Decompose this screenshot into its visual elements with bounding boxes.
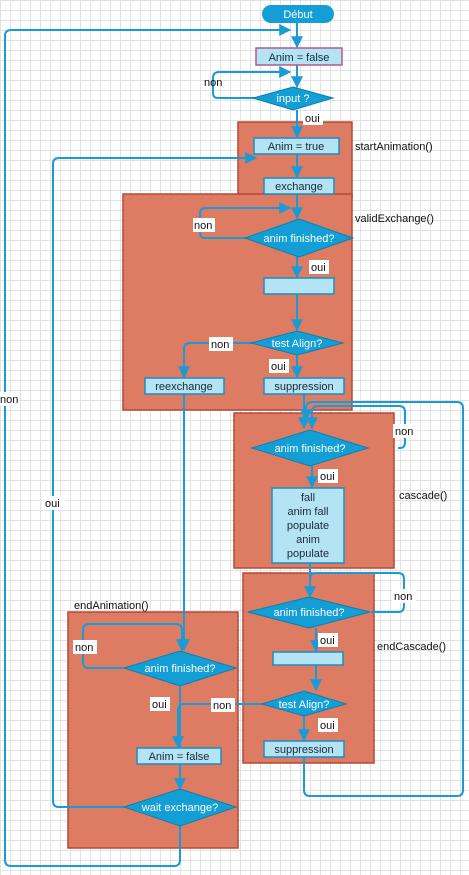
branch-labels: non oui non oui non oui non oui non oui …	[0, 77, 417, 732]
label-oui-anim-2: oui	[320, 471, 335, 483]
label-non-anim-2: non	[395, 426, 413, 438]
label-non-anim-3: non	[394, 591, 412, 603]
decision-input-label: input ?	[276, 93, 309, 105]
decision-test-align-1-label: test Align?	[272, 338, 323, 350]
cascade-action-2: populate	[287, 520, 329, 532]
label-oui-align-1: oui	[271, 361, 286, 373]
decision-anim-finished-2-label: anim finished?	[275, 443, 346, 455]
box-anim-false-bottom-label: Anim = false	[149, 751, 210, 763]
decision-anim-finished-1-label: anim finished?	[264, 233, 335, 245]
label-oui-input: oui	[305, 113, 320, 125]
box-empty-1	[263, 277, 335, 295]
label-oui-align-2: oui	[320, 720, 335, 732]
label-non-input: non	[204, 77, 222, 89]
decision-wait-exchange-label: wait exchange?	[141, 802, 218, 814]
label-oui-wait-exchange: oui	[45, 498, 60, 510]
start-label: Début	[283, 9, 312, 21]
box-empty-2	[272, 651, 344, 666]
label-non-anim-1: non	[194, 220, 212, 232]
decision-anim-finished-4	[122, 650, 238, 687]
box-suppression-2-label: suppression	[274, 744, 333, 756]
decision-wait-exchange	[122, 788, 238, 827]
label-non-align-2: non	[213, 700, 231, 712]
box-anim-true	[253, 137, 340, 155]
label-non-anim-4: non	[75, 642, 93, 654]
box-suppression-1	[263, 377, 345, 395]
group-title-start-animation: startAnimation()	[355, 141, 433, 153]
decision-anim-finished-1	[243, 218, 355, 258]
decision-input	[251, 86, 335, 111]
box-cascade-actions	[271, 487, 345, 564]
label-oui-anim-1: oui	[311, 262, 326, 274]
box-exchange-label: exchange	[275, 181, 323, 193]
connectors	[4, 23, 464, 867]
box-reexchange-label: reexchange	[155, 381, 213, 393]
decision-test-align-1	[249, 330, 345, 356]
start-terminal	[262, 5, 334, 23]
label-non-wait-exchange: non	[0, 394, 18, 406]
box-exchange	[263, 177, 335, 195]
cascade-action-4: populate	[287, 548, 329, 560]
cascade-action-1: anim fall	[288, 506, 329, 518]
box-suppression-2	[263, 740, 345, 758]
decision-test-align-2-label: test Align?	[279, 699, 330, 711]
box-suppression-1-label: suppression	[274, 381, 333, 393]
group-title-valid-exchange: validExchange()	[355, 213, 434, 225]
box-reexchange	[144, 377, 225, 395]
group-title-cascade: cascade()	[399, 490, 447, 502]
decision-anim-finished-2	[250, 429, 370, 467]
box-anim-true-label: Anim = true	[268, 141, 325, 153]
cascade-action-0: fall	[301, 492, 315, 504]
decision-anim-finished-3	[247, 596, 371, 629]
label-oui-anim-3: oui	[320, 635, 335, 647]
cascade-action-3: anim	[296, 534, 320, 546]
decision-test-align-2	[260, 690, 348, 717]
group-title-end-cascade: endCascade()	[377, 641, 446, 653]
group-title-end-animation: endAnimation()	[74, 600, 149, 612]
label-non-align-1: non	[211, 339, 229, 351]
box-anim-false-bottom	[136, 747, 222, 765]
decision-anim-finished-4-label: anim finished?	[145, 663, 216, 675]
box-anim-false-top	[255, 47, 343, 66]
label-oui-anim-4: oui	[152, 699, 167, 711]
decision-anim-finished-3-label: anim finished?	[274, 607, 345, 619]
box-anim-false-top-label: Anim = false	[269, 52, 330, 64]
